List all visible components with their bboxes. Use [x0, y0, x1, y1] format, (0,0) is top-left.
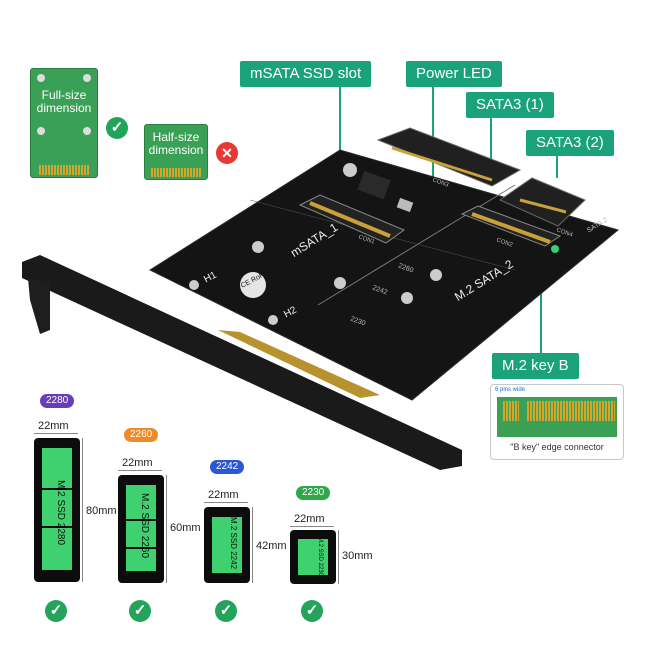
ssd-2230: M.2 SSD 2230	[290, 530, 336, 584]
gold-contacts	[39, 165, 89, 175]
mounting-hole	[37, 74, 45, 82]
key-b-long-pins	[527, 401, 615, 421]
supported-check-icon: ✓	[301, 600, 323, 622]
size-badge-2242: 2242	[210, 460, 245, 474]
key-b-pins-label: 6 pins wide	[495, 387, 526, 393]
callout-sata3-2: SATA3 (2)	[526, 130, 614, 156]
half-size-line2: dimension	[148, 143, 204, 157]
ssd-2242: M.2 SSD 2242	[204, 507, 250, 583]
width-label-2260: 22mm	[122, 457, 153, 469]
length-rule-2260	[166, 475, 167, 583]
supported-check-icon: ✓	[215, 600, 237, 622]
width-rule-2280	[34, 433, 78, 434]
length-rule-2230	[338, 530, 339, 584]
width-label-2242: 22mm	[208, 489, 239, 501]
key-b-short-pins	[503, 401, 519, 421]
sata3-connector-1	[376, 127, 522, 187]
ssd-text-2242: M.2 SSD 2242	[229, 517, 238, 570]
ssd-2280: M.2 SSD 2280	[34, 438, 80, 582]
size-badge-2260: 2260	[124, 428, 159, 442]
ssd-text-2230: M.2 SSD 2230	[317, 537, 323, 577]
callout-sata3-1: SATA3 (1)	[466, 92, 554, 118]
mounting-hole	[83, 74, 91, 82]
length-rule-2280	[82, 438, 83, 582]
full-size-line2: dimension	[36, 101, 92, 115]
length-label-2280: 80mm	[86, 505, 117, 517]
length-label-2230: 30mm	[342, 550, 373, 562]
callout-m2-key-b: M.2 key B	[492, 353, 579, 379]
length-label-2242: 42mm	[256, 540, 287, 552]
mounting-hole	[37, 127, 45, 135]
leader-sata3-1	[490, 118, 492, 166]
width-label-2230: 22mm	[294, 513, 325, 525]
callout-power-led: Power LED	[406, 61, 502, 87]
msata-full-size-card: Full-size dimension	[30, 68, 98, 178]
width-rule-2260	[118, 470, 162, 471]
full-size-line1: Full-size	[41, 88, 87, 102]
bracket-tab	[28, 278, 50, 334]
width-label-2280: 22mm	[38, 420, 69, 432]
pcb	[148, 149, 620, 401]
gold-contacts	[151, 168, 201, 177]
length-rule-2242	[252, 507, 253, 583]
mounting-hole	[83, 127, 91, 135]
leader-msata-slot	[339, 87, 341, 197]
leader-sata3-2	[556, 156, 558, 178]
ssd-2260: M.2 SSD 2260	[118, 475, 164, 583]
size-badge-2280: 2280	[40, 394, 75, 408]
size-badge-2230: 2230	[296, 486, 331, 500]
msata-half-size-card: Half-size dimension	[144, 124, 208, 180]
length-label-2260: 60mm	[170, 522, 201, 534]
supported-check-icon: ✓	[106, 117, 128, 139]
ssd-text-2260: M.2 SSD 2260	[139, 493, 150, 559]
supported-check-icon: ✓	[45, 600, 67, 622]
key-b-caption: "B key" edge connector	[510, 442, 604, 452]
width-rule-2230	[290, 526, 334, 527]
not-supported-cross-icon: ✕	[216, 142, 238, 164]
ssd-text-2280: M.2 SSD 2280	[55, 480, 66, 546]
sata3-connector-2	[498, 177, 586, 227]
half-size-line1: Half-size	[152, 130, 200, 144]
width-rule-2242	[204, 502, 248, 503]
supported-check-icon: ✓	[129, 600, 151, 622]
key-b-panel: 6 pins wide "B key" edge connector	[490, 384, 624, 460]
callout-msata-slot: mSATA SSD slot	[240, 61, 372, 87]
gold-fingers	[218, 330, 380, 398]
leader-m2-key-b	[540, 242, 542, 354]
pcie-bracket	[22, 255, 462, 470]
